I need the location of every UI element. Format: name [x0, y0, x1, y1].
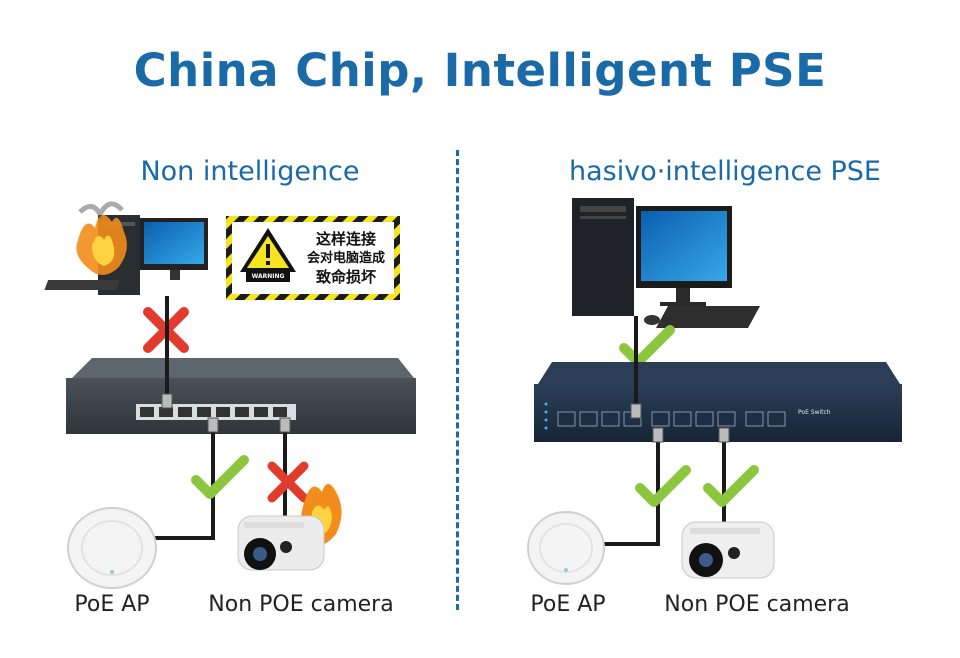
left-cables [150, 296, 287, 540]
warning-line: 致命损坏 [315, 268, 376, 286]
warning-badge: WARNING [251, 273, 285, 280]
warning-text: 这样连接 会对电脑造成 致命损坏 [298, 230, 394, 287]
non-intelligent-switch [66, 358, 416, 434]
intelligent-poe-switch [534, 362, 902, 442]
right-camera-label: Non POE camera [664, 592, 850, 617]
right-heading: hasivo·intelligence PSE [568, 156, 881, 187]
right-connectors [630, 403, 730, 443]
cross-icon [267, 461, 309, 503]
switch-label: PoE Switch [798, 409, 831, 416]
right-ap-label: PoE AP [530, 592, 606, 617]
check-icon [619, 325, 675, 367]
warning-line: 会对电脑造成 [306, 251, 385, 266]
burning-computer-icon [44, 201, 208, 295]
check-icon [191, 455, 249, 499]
left-heading: Non intelligence [140, 156, 360, 187]
poe-ap-icon [527, 511, 605, 585]
poe-ap-icon [67, 507, 157, 589]
left-ap-label: PoE AP [74, 592, 150, 617]
burning-camera-icon [237, 483, 342, 571]
left-camera-label: Non POE camera [208, 592, 394, 617]
computer-icon [572, 198, 760, 328]
warning-sign [226, 216, 400, 300]
check-icon [635, 465, 691, 507]
section-divider [456, 150, 459, 610]
check-icon [703, 465, 759, 507]
left-connectors [161, 393, 291, 433]
warning-line: 这样连接 [315, 230, 376, 248]
right-cables [600, 316, 726, 546]
camera-icon [681, 521, 775, 579]
page-title: China Chip, Intelligent PSE [133, 44, 827, 97]
